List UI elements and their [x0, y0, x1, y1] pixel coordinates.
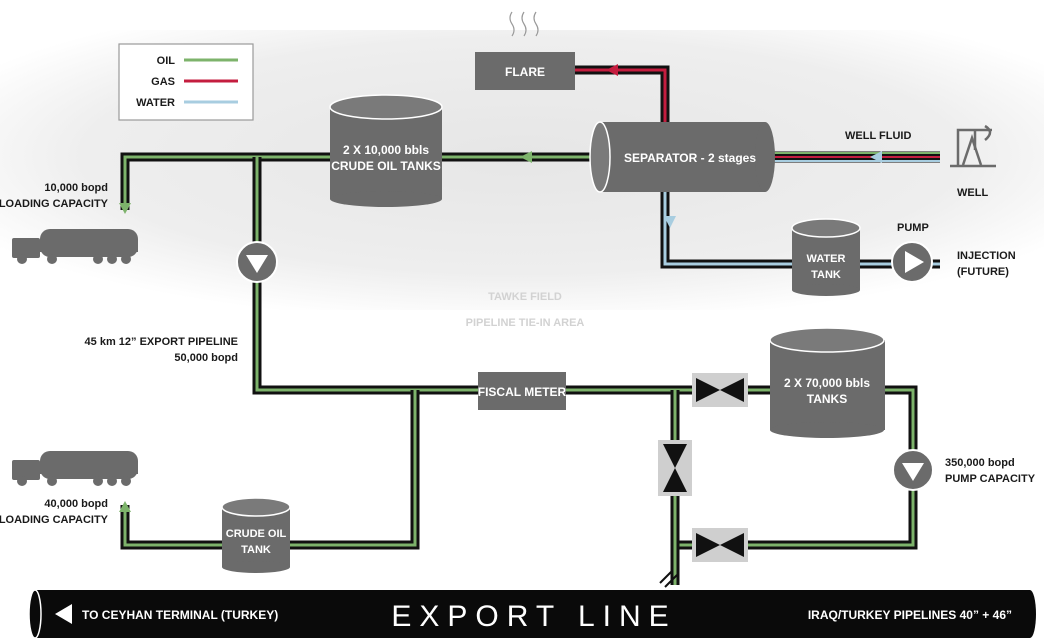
iraq-turkey-label: IRAQ/TURKEY PIPELINES 40” + 46”	[808, 608, 1012, 622]
valve-icon-bottom	[692, 528, 748, 562]
arrow-oil-left	[520, 151, 532, 163]
injection-label-2: (FUTURE)	[957, 266, 1009, 278]
export-line-bar: TO CEYHAN TERMINAL (TURKEY) EXPORT LINE …	[28, 589, 1036, 638]
fiscal-meter: FISCAL METER	[478, 372, 567, 410]
arrow-wellfluid-left	[870, 151, 882, 163]
crude-oil-tank-single: CRUDE OIL TANK	[221, 497, 291, 573]
tanker-truck-icon-bottom	[12, 451, 138, 486]
pump-label: PUMP	[897, 222, 929, 234]
flare-unit: FLARE	[475, 11, 575, 90]
crude-tank-label-1: CRUDE OIL	[226, 528, 287, 540]
water-tank: WATER TANK	[791, 218, 861, 296]
loading-top-label-1: 10,000 bopd	[44, 182, 108, 194]
export-pipeline-label-1: 45 km 12” EXPORT PIPELINE	[85, 336, 238, 348]
crude-tanks-label-1: 2 X 10,000 bbls	[343, 143, 429, 157]
separator-label: SEPARATOR - 2 stages	[624, 151, 756, 165]
export-pump-icon	[236, 241, 278, 283]
flow-arrows	[119, 64, 882, 512]
pump-capacity-label-1: 350,000 bopd	[945, 457, 1015, 469]
loading-bottom-label-2: LOADING CAPACITY	[0, 514, 109, 526]
legend-label-oil: OIL	[157, 55, 176, 67]
export-pipeline-label-2: 50,000 bopd	[174, 352, 238, 364]
tie-in-area-label: PIPELINE TIE-IN AREA	[466, 317, 585, 329]
legend-label-gas: GAS	[151, 76, 175, 88]
arrow-loading-bottom-up	[119, 501, 131, 512]
big-tanks-label-2: TANKS	[807, 392, 847, 406]
crude-oil-tanks: 2 X 10,000 bbls CRUDE OIL TANKS	[329, 94, 443, 207]
flare-label: FLARE	[505, 65, 545, 79]
well-fluid-label: WELL FLUID	[845, 130, 911, 142]
arrow-water-down	[664, 216, 676, 228]
arrow-gas-left	[606, 64, 618, 76]
valve-icon-top	[692, 373, 748, 407]
heat-waves-icon	[509, 11, 539, 37]
injection-label-1: INJECTION	[957, 250, 1016, 262]
flare-box	[475, 52, 575, 90]
fiscal-meter-label: FISCAL METER	[478, 385, 567, 399]
big-tanks: 2 X 70,000 bbls TANKS	[769, 327, 885, 438]
water-tank-label-2: TANK	[811, 269, 841, 281]
well-label: WELL	[957, 187, 988, 199]
left-arrow-icon	[55, 604, 72, 624]
to-ceyhan-label: TO CEYHAN TERMINAL (TURKEY)	[82, 608, 278, 622]
pumpjack-icon	[950, 124, 996, 168]
separator-unit: SEPARATOR - 2 stages	[589, 121, 775, 193]
legend-label-water: WATER	[136, 97, 175, 109]
tank-pump-icon	[892, 449, 934, 491]
legend: OIL GAS WATER	[118, 43, 254, 121]
loading-bottom-label-1: 40,000 bopd	[44, 498, 108, 510]
pump-capacity-label-2: PUMP CAPACITY	[945, 473, 1036, 485]
crude-tank-label-2: TANK	[241, 544, 271, 556]
export-line-title: EXPORT LINE	[391, 600, 676, 633]
big-tanks-label-1: 2 X 70,000 bbls	[784, 376, 870, 390]
water-tank-label-1: WATER	[807, 253, 846, 265]
pump-icon	[891, 241, 933, 283]
arrow-loading-top-down	[119, 203, 131, 214]
valve-icon-vertical	[658, 440, 692, 496]
tawke-field-label: TAWKE FIELD	[488, 291, 562, 303]
break-marks	[659, 570, 678, 588]
loading-top-label-2: LOADING CAPACITY	[0, 198, 109, 210]
tanker-truck-icon	[12, 229, 138, 264]
crude-tanks-label-2: CRUDE OIL TANKS	[331, 159, 441, 173]
